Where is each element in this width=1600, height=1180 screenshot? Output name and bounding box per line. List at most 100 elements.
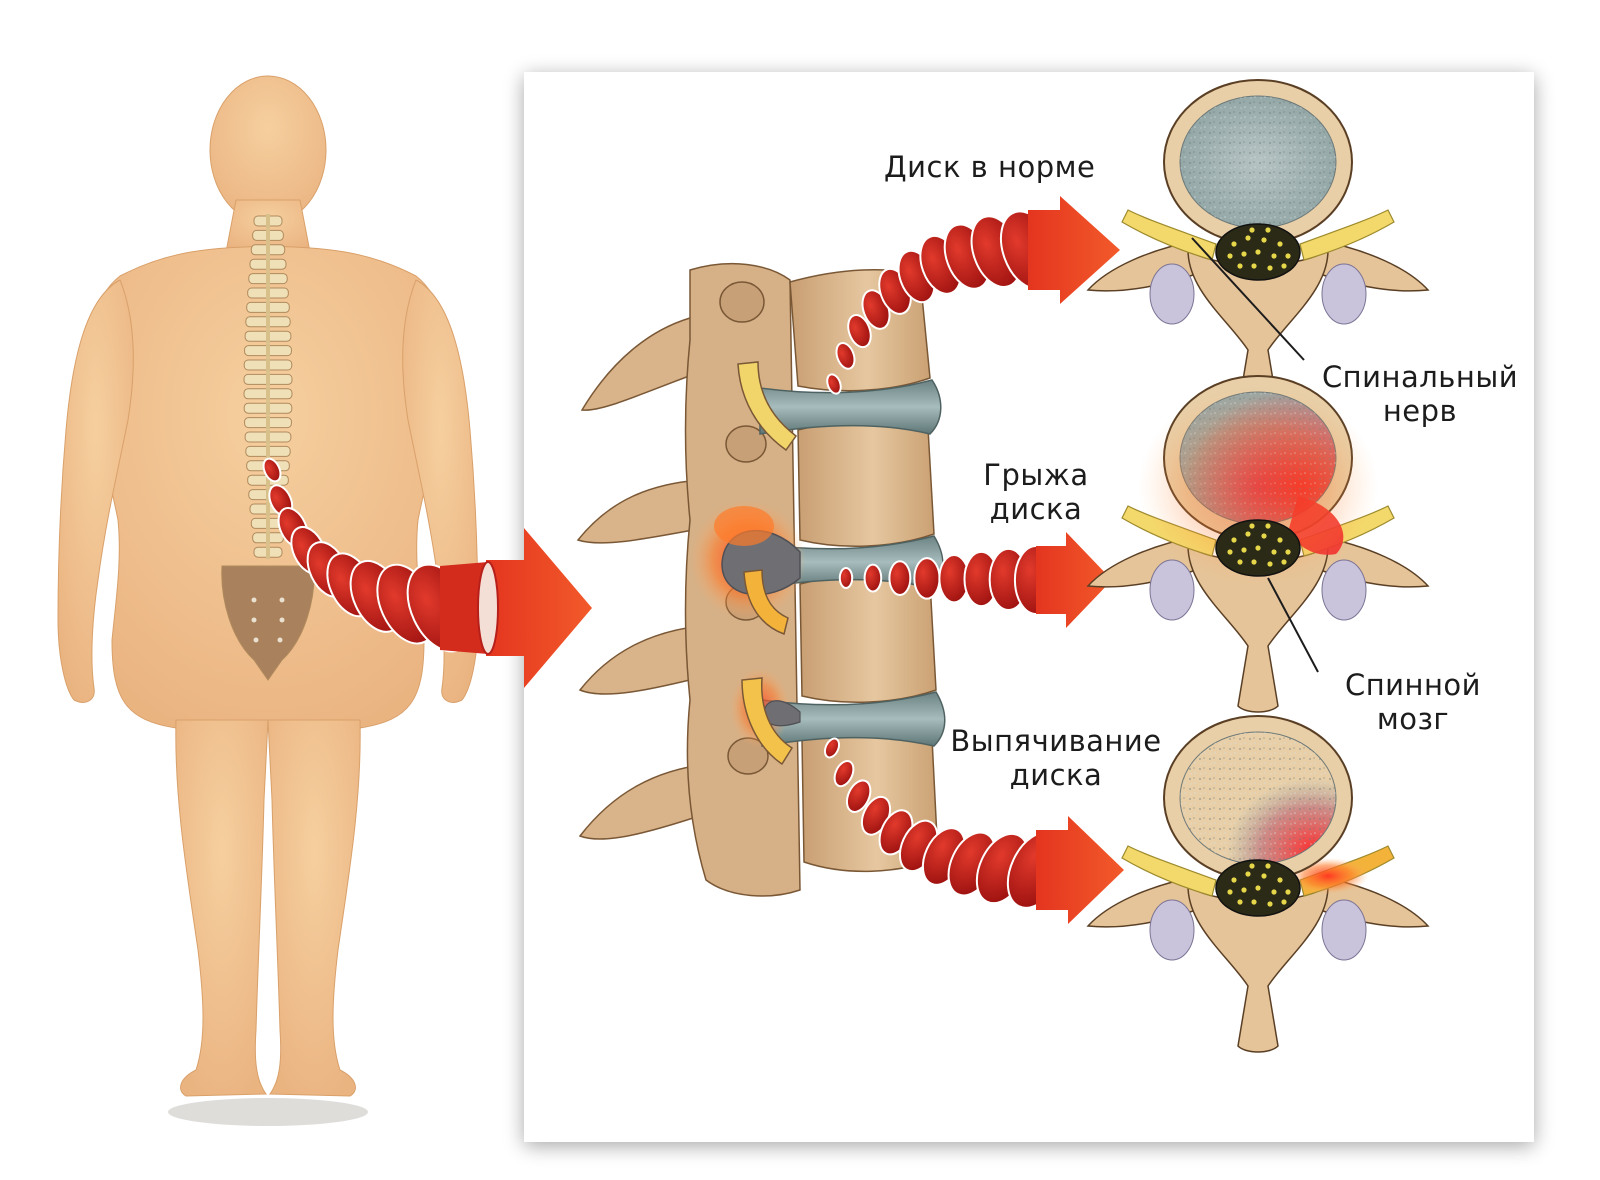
spinal-cord-dot xyxy=(1261,237,1267,243)
label-spinal-nerve-line1: Спинальный xyxy=(1321,360,1519,394)
spinous-process-3 xyxy=(578,625,707,695)
facet-left xyxy=(1149,899,1195,961)
spinal-cord-dot xyxy=(1241,251,1247,257)
figure-vertebra xyxy=(244,430,292,444)
spinal-cord-dot xyxy=(1281,899,1287,905)
bead xyxy=(826,373,842,395)
label-normal-disc: Диск в норме xyxy=(884,150,1096,184)
vertebral-body-3 xyxy=(799,574,937,703)
spinal-cord-dot xyxy=(1241,547,1247,553)
spinal-cord-dot xyxy=(1241,887,1247,893)
spinal-cord-dot xyxy=(1255,249,1261,255)
spinal-cord-dot xyxy=(1277,877,1283,883)
spinal-cord-dot xyxy=(1281,559,1287,565)
leader-lines xyxy=(1191,237,1319,673)
spinal-cord-dot xyxy=(1237,263,1243,269)
figure-vertebra xyxy=(246,300,290,315)
disc-texture xyxy=(1180,732,1336,864)
nerve-left xyxy=(1121,845,1217,897)
facet-right xyxy=(1321,899,1367,961)
sacrum xyxy=(221,565,315,681)
spinal-cord-dot xyxy=(1265,863,1271,869)
bead xyxy=(833,760,855,788)
figure-vertebra xyxy=(250,242,286,257)
figure-vertebra xyxy=(245,444,291,459)
figure-vertebra xyxy=(244,329,292,344)
leader-spinal-cord xyxy=(1267,577,1319,673)
spinal-cord-dot xyxy=(1245,235,1251,241)
arrow-top xyxy=(1028,196,1120,304)
figure-vertebra xyxy=(243,401,293,416)
spinal-cord-dot xyxy=(1267,901,1273,907)
spinal-cord-dot xyxy=(1245,871,1251,877)
spinal-cord-dot xyxy=(1227,889,1233,895)
nerve-left xyxy=(1121,209,1217,261)
spinal-cord-dot xyxy=(1231,537,1237,543)
entry-arrow xyxy=(486,528,592,688)
bead-chain-bottom xyxy=(823,737,1066,909)
facet-right xyxy=(1321,263,1367,325)
figure-vertebra xyxy=(253,545,283,560)
figure-vertebra xyxy=(252,228,284,243)
spinal-cord-dot xyxy=(1251,263,1257,269)
figure-vertebra xyxy=(243,358,293,372)
spinal-cord-dot xyxy=(1281,263,1287,269)
figure-vertebra xyxy=(244,415,292,430)
spinal-cord-dot xyxy=(1237,899,1243,905)
spinal-cord-dot xyxy=(1267,265,1273,271)
spinal-cord-dot xyxy=(1249,863,1255,869)
arrows-to-cross-sections xyxy=(1028,196,1124,924)
left-leg xyxy=(175,719,269,1097)
spinal-cord-dot xyxy=(1227,253,1233,259)
spinous-process-2 xyxy=(576,479,705,544)
bead xyxy=(835,342,856,370)
bead xyxy=(823,737,841,759)
label-spinal-nerve: Спинальный нерв xyxy=(1300,360,1540,428)
spinal-cord-dot xyxy=(1267,561,1273,567)
nerve-root-2-inflammation xyxy=(714,506,774,546)
figure-vertebra xyxy=(244,343,292,358)
spinal-cord-dot xyxy=(1285,549,1291,555)
spinal-cord-dot xyxy=(1237,559,1243,565)
spinal-cord-dot xyxy=(1285,889,1291,895)
facet-right xyxy=(1321,559,1367,621)
cross-section-normal xyxy=(1086,79,1430,417)
spinal-cord-dot xyxy=(1271,889,1277,895)
cross-section-herniated xyxy=(1086,375,1430,713)
bead xyxy=(845,779,872,813)
label-spinal-cord-line1: Спинной xyxy=(1344,668,1482,702)
herniation-glow xyxy=(1138,386,1378,586)
bead-chain-cap-end xyxy=(477,561,499,655)
nerve-root-1 xyxy=(737,361,798,452)
spinous-process-1 xyxy=(580,317,701,411)
bead xyxy=(262,457,282,483)
spinal-cord-dot xyxy=(1251,899,1257,905)
bead xyxy=(913,557,941,600)
bead xyxy=(888,560,912,597)
label-herniation: Грыжа диска xyxy=(958,458,1114,526)
figure-shadow xyxy=(168,1098,368,1126)
figure-spine xyxy=(221,214,315,681)
spinal-cord-dot xyxy=(1249,523,1255,529)
figure-vertebra xyxy=(249,257,287,272)
bead-chain-top xyxy=(826,210,1057,395)
left-arm xyxy=(57,279,134,703)
spinal-cord-dot xyxy=(1251,559,1257,565)
spinal-cord-dot xyxy=(1271,549,1277,555)
spinal-cord-dot xyxy=(1265,523,1271,529)
bead xyxy=(838,567,854,589)
nerve-right xyxy=(1299,209,1395,261)
label-herniation-line2: диска xyxy=(989,492,1083,526)
spinal-cord-dot xyxy=(1249,227,1255,233)
spinal-cord-dot xyxy=(1245,531,1251,537)
facet-left xyxy=(1149,559,1195,621)
label-spinal-cord-line2: мозг xyxy=(1376,702,1450,736)
arrow-middle xyxy=(1036,532,1112,628)
label-spinal-nerve-line2: нерв xyxy=(1382,394,1458,428)
figure-vertebra xyxy=(245,314,291,329)
label-protrusion-line2: диска xyxy=(1009,758,1103,792)
spinal-cord-dot xyxy=(1231,241,1237,247)
label-spinal-cord: Спинной мозг xyxy=(1318,668,1508,736)
spinal-cord-dot xyxy=(1255,885,1261,891)
arrow-bottom xyxy=(1036,816,1124,924)
